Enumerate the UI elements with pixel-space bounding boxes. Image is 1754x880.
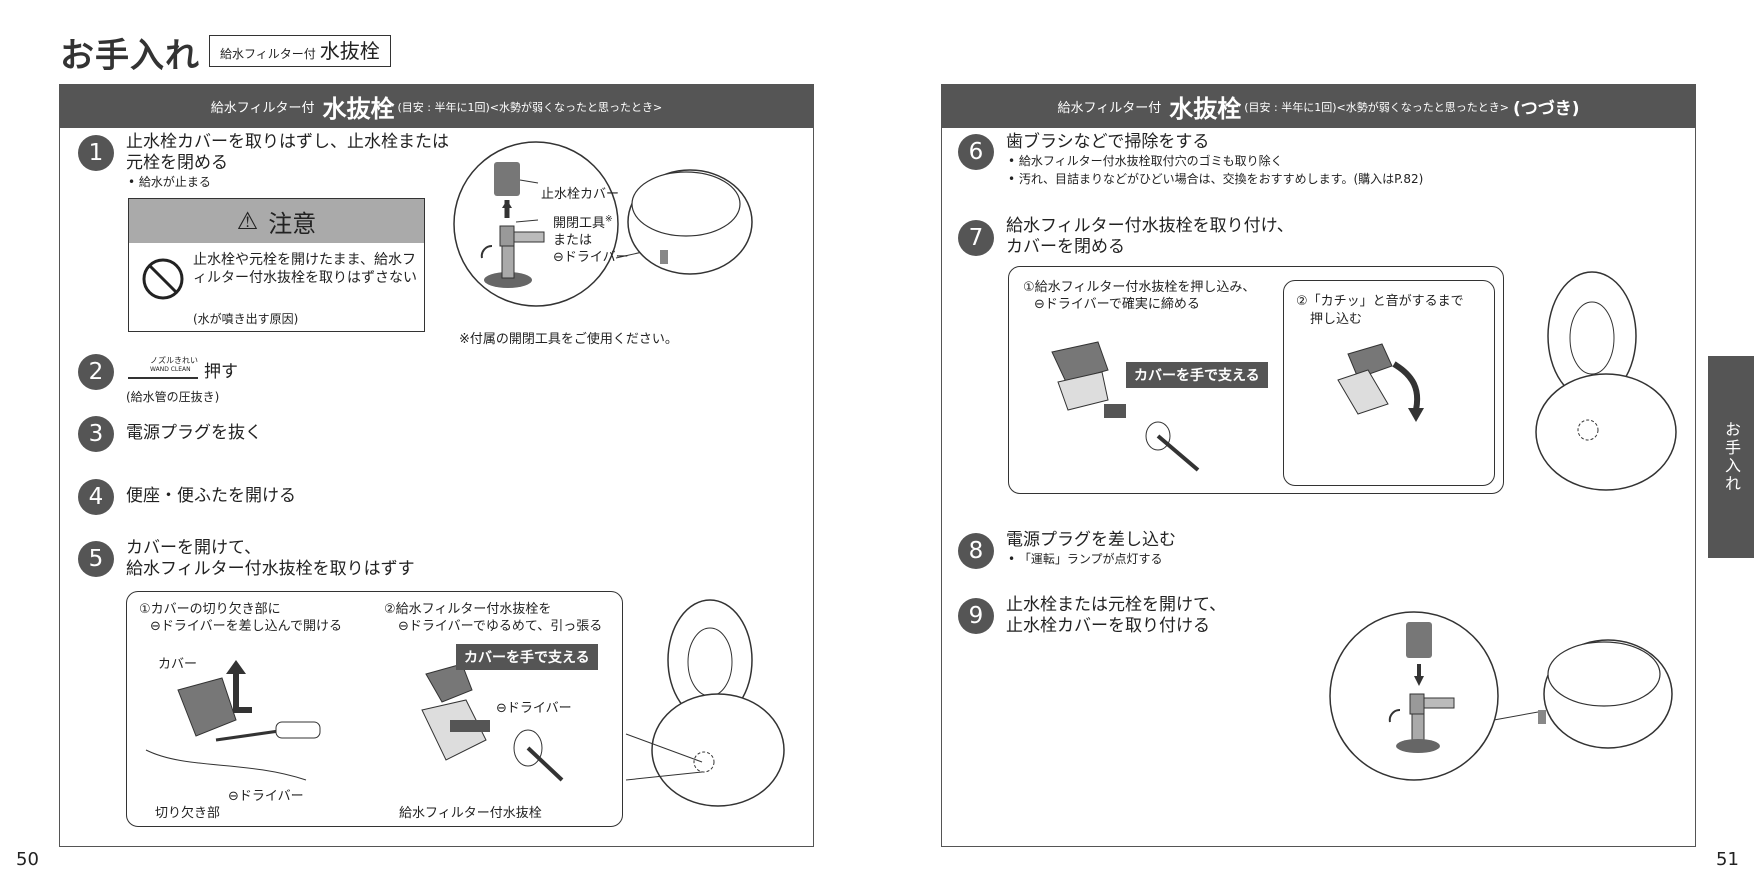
page-number-left: 50 (16, 849, 39, 870)
valve-cover-label: 止水栓カバー (541, 187, 620, 202)
step-9-title-line2: 止水栓カバーを取り付ける (1006, 616, 1210, 636)
wand-clean-button-icon: ノズルきれい WAND CLEAN (128, 355, 198, 383)
leader-line-left (625, 733, 703, 781)
step-number-9: 9 (958, 598, 994, 634)
right-header-big: 水抜栓 (1169, 95, 1242, 123)
step-7-title-line1: 給水フィルター付水抜栓を取り付け、 (1006, 216, 1294, 236)
caution-sub: (水が噴き出す原因) (193, 312, 299, 326)
wand-clean-top-label: ノズルきれい (150, 356, 198, 365)
page-number-right: 51 (1716, 849, 1739, 870)
right-panel: 給水フィルター付 水抜栓 (目安 : 半年に1回)<水勢が弱くなったと思ったとき… (941, 84, 1696, 847)
step-number-8: 8 (958, 533, 994, 569)
caution-body: 止水栓や元栓を開けたまま、給水フィルター付水抜栓を取りはずさない (193, 252, 417, 286)
page-title: お手入れ (60, 36, 200, 76)
step-number-2: 2 (78, 354, 114, 390)
right-header-small: 給水フィルター付 (1057, 101, 1162, 116)
step-8-title: 電源プラグを差し込む (1006, 530, 1176, 550)
side-tab-label: お手入れ (1722, 421, 1741, 493)
caution-title: 注意 (268, 209, 317, 238)
step-5-sub2-line2: ⊖ドライバーでゆるめて、引っ張る (398, 619, 603, 634)
step-6-note-1: • 給水フィルター付水抜栓取付穴のゴミも取り除く (1008, 154, 1283, 168)
left-header-big: 水抜栓 (322, 95, 395, 123)
left-header-small: 給水フィルター付 (210, 101, 315, 116)
notch-label: 切り欠き部 (155, 806, 221, 821)
warning-triangle-icon: ⚠ (236, 207, 259, 235)
step-1-title-line2: 元栓を閉める (126, 153, 228, 173)
step-number-7: 7 (958, 220, 994, 256)
driver-label-a: ⊖ドライバー (228, 789, 304, 804)
step-7-sub1-line1: ①給水フィルター付水抜栓を押し込み、 (1023, 280, 1256, 295)
title-tag-big: 水抜栓 (319, 39, 380, 63)
right-header-note: (目安 : 半年に1回)<水勢が弱くなったと思ったとき> (1244, 100, 1509, 114)
step-number-1: 1 (78, 135, 114, 171)
step-7-sub1-line2: ⊖ドライバーで確実に締める (1034, 297, 1200, 312)
right-panel-header: 給水フィルター付 水抜栓 (目安 : 半年に1回)<水勢が弱くなったと思ったとき… (942, 85, 1695, 128)
step-7-title-line2: カバーを閉める (1006, 237, 1125, 257)
valve-cover-install-diagram (1329, 611, 1673, 781)
caution-header: ⚠ 注意 (129, 199, 424, 243)
step-3-title: 電源プラグを抜く (126, 423, 262, 443)
tool-label-1-mark: ※ (605, 214, 613, 225)
step-5-sub1-line2: ⊖ドライバーを差し込んで開ける (150, 619, 342, 634)
step-1-title-line1: 止水栓カバーを取りはずし、止水栓または (126, 132, 449, 152)
left-header-note: (目安 : 半年に1回)<水勢が弱くなったと思ったとき> (397, 100, 663, 114)
step-5-title-line1: カバーを開けて、 (126, 538, 262, 558)
step-7-click-box (1283, 280, 1495, 486)
step-7-sub2-line2: 押し込む (1310, 312, 1363, 327)
filter-plug-label: 給水フィルター付水抜栓 (399, 806, 542, 821)
step-2-note: (給水管の圧抜き) (126, 390, 220, 404)
left-panel-header: 給水フィルター付 水抜栓 (目安 : 半年に1回)<水勢が弱くなったと思ったとき… (60, 85, 813, 128)
step-1-note: • 給水が止まる (128, 175, 211, 189)
tool-label-1: 開閉工具※ (553, 212, 613, 231)
step-5-remove-diagram (145, 660, 564, 782)
side-tab-maintenance: お手入れ (1708, 356, 1754, 558)
step-number-5: 5 (78, 541, 114, 577)
left-panel: 給水フィルター付 水抜栓 (目安 : 半年に1回)<水勢が弱くなったと思ったとき… (59, 84, 814, 847)
step-number-6: 6 (958, 134, 994, 170)
support-cover-callout: カバーを手で支える (456, 644, 598, 670)
step-2-title: 押す (204, 362, 238, 382)
right-header-continued: (つづき) (1512, 99, 1580, 119)
prohibition-icon (142, 258, 184, 300)
step-number-4: 4 (78, 479, 114, 515)
driver-label-b: ⊖ドライバー (496, 701, 572, 716)
wand-clean-bottom-label: WAND CLEAN (150, 366, 191, 373)
step-5-sub2-line1: ②給水フィルター付水抜栓を (384, 602, 552, 617)
wand-clean-underline (128, 377, 198, 379)
tool-label-1-text: 開閉工具 (553, 216, 606, 231)
caution-box: ⚠ 注意 止水栓や元栓を開けたまま、給水フィルター付水抜栓を取りはずさない (水… (128, 198, 425, 332)
step-6-note-2: • 汚れ、目詰まりなどがひどい場合は、交換をおすすめします。(購入はP.82) (1008, 172, 1424, 186)
tool-label-2: または (553, 233, 593, 248)
step-5-title-line2: 給水フィルター付水抜栓を取りはずす (126, 559, 415, 579)
step-7-sub2-line1: ②「カチッ」と音がするまで (1296, 294, 1464, 309)
step-8-note: • 「運転」ランプが点灯する (1008, 552, 1163, 566)
title-tag: 給水フィルター付 水抜栓 (209, 35, 391, 67)
step-5-diagram-box (126, 591, 623, 827)
step-7-diagram-box (1008, 266, 1504, 494)
support-cover-callout-2: カバーを手で支える (1126, 362, 1268, 388)
toilet-illustration-left (651, 599, 785, 807)
tool-label-3: ⊖ドライバー (553, 250, 629, 265)
step-number-3: 3 (78, 416, 114, 452)
cover-label: カバー (158, 657, 198, 672)
step-9-title-line1: 止水栓または元栓を開けて、 (1006, 595, 1227, 615)
step-6-title: 歯ブラシなどで掃除をする (1006, 132, 1210, 152)
step-7-install-diagram (1051, 341, 1424, 472)
tool-footnote: ※付属の開閉工具をご使用ください。 (459, 332, 678, 347)
step-5-sub1-line1: ①カバーの切り欠き部に (139, 602, 281, 617)
title-tag-small: 給水フィルター付 (220, 47, 316, 61)
step-4-title: 便座・便ふたを開ける (126, 486, 296, 506)
toilet-illustration-right-top (1535, 271, 1677, 491)
valve-cover-diagram (453, 141, 753, 307)
